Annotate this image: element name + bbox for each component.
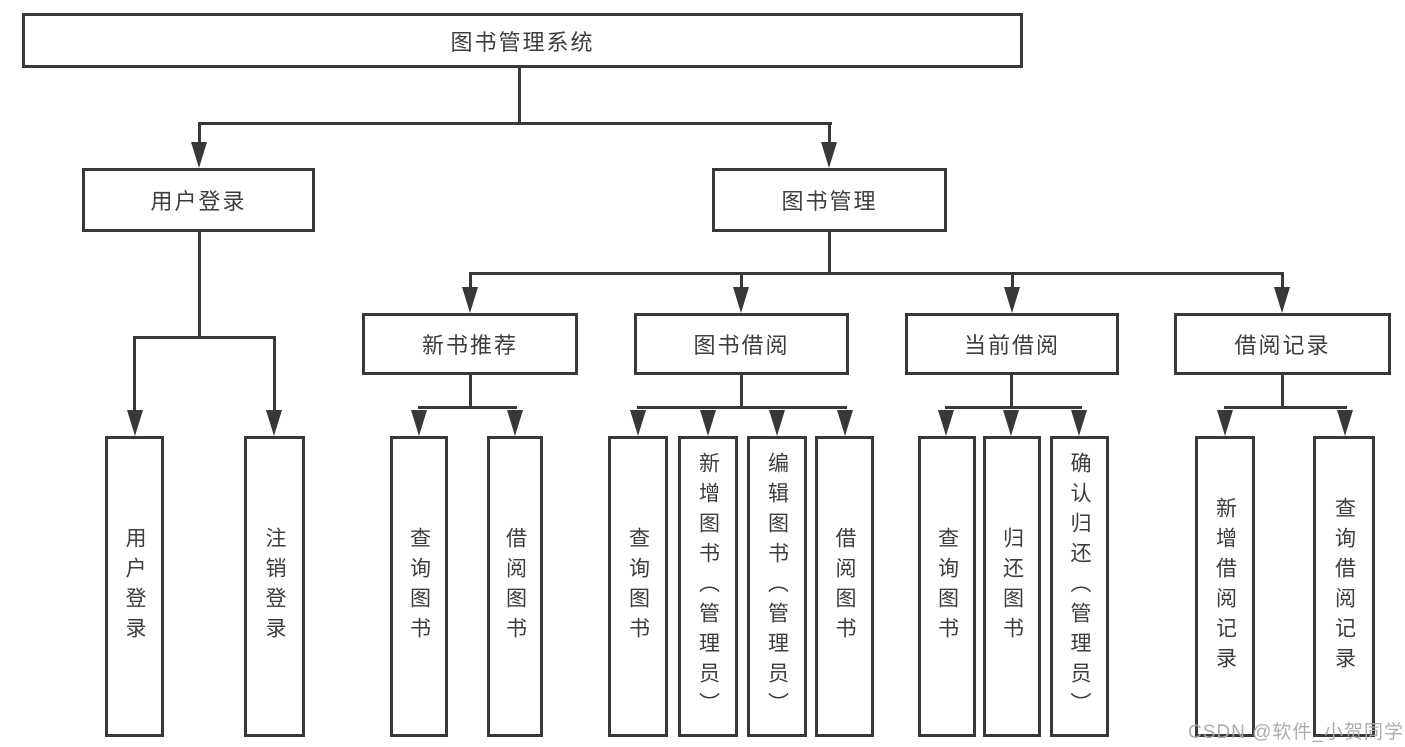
connector-userlogin-hbar [133,336,276,339]
leaf-br-query-record-label: 查询借阅记录 [1332,496,1356,677]
connector-br-hbar [1224,406,1347,409]
arrow-down-icon [769,410,785,436]
leaf-nbr-query-books-label: 查询图书 [407,526,431,647]
connector-nbr-hbar [418,406,517,409]
connector-root-stub-left [198,122,201,146]
arrow-down-icon [411,410,427,436]
leaf-user-login: 用户登录 [105,436,164,737]
node-new-book-recommend: 新书推荐 [362,313,578,375]
leaf-cb-confirm-return-admin: 确认归还（管理员） [1050,436,1109,737]
node-book-borrow: 图书借阅 [634,313,849,375]
leaf-br-add-record: 新增借阅记录 [1195,436,1255,737]
arrow-down-icon [938,410,954,436]
node-book-borrow-label: 图书借阅 [693,333,790,358]
connector-userlogin-stub-left [133,336,136,414]
leaf-logout: 注销登录 [244,436,305,737]
leaf-cb-query-books-label: 查询图书 [935,526,959,647]
connector-bookmgmt-stub-4 [1281,272,1284,290]
leaf-nbr-borrow-books: 借阅图书 [487,436,543,737]
leaf-bb-edit-books-admin: 编辑图书（管理员） [747,436,807,737]
leaf-logout-label: 注销登录 [263,526,286,647]
connector-br-vline [1281,375,1284,408]
connector-root-hbar [198,122,832,125]
connector-bookmgmt-stub-1 [469,272,472,290]
leaf-bb-borrow-books-label: 借阅图书 [833,526,856,647]
arrow-down-icon [507,410,523,436]
arrow-down-icon [1337,410,1353,436]
leaf-cb-query-books: 查询图书 [918,436,976,737]
arrow-down-icon [837,410,853,436]
arrow-down-icon [700,410,716,436]
node-user-login-label: 用户登录 [150,189,247,214]
arrow-down-icon [1071,410,1087,436]
connector-bookmgmt-vline [828,232,831,272]
connector-userlogin-stub-right [273,336,276,414]
connector-bb-vline [740,375,743,408]
connector-cb-hbar [945,406,1082,409]
node-root: 图书管理系统 [22,13,1023,68]
leaf-bb-borrow-books: 借阅图书 [815,436,874,737]
node-current-borrow: 当前借阅 [905,313,1119,375]
node-book-management: 图书管理 [712,168,947,232]
leaf-nbr-query-books: 查询图书 [390,436,448,737]
node-book-management-label: 图书管理 [781,189,878,214]
node-user-login: 用户登录 [82,168,315,232]
leaf-bb-edit-books-admin-label: 编辑图书（管理员） [765,451,789,722]
connector-bookmgmt-stub-3 [1011,272,1014,290]
connector-userlogin-vline [198,232,201,336]
connector-bb-hbar [637,406,847,409]
arrow-down-icon [266,410,282,436]
leaf-cb-confirm-return-admin-label: 确认归还（管理员） [1068,451,1091,722]
leaf-nbr-borrow-books-label: 借阅图书 [503,526,527,647]
leaf-bb-add-books-admin-label: 新增图书（管理员） [696,451,720,722]
leaf-cb-return-books: 归还图书 [983,436,1041,737]
connector-nbr-vline [469,375,472,408]
leaf-br-add-record-label: 新增借阅记录 [1213,496,1237,677]
leaf-bb-query-books-label: 查询图书 [626,526,650,647]
node-root-label: 图书管理系统 [450,29,595,55]
connector-root-stub-right [828,122,831,146]
arrow-down-icon [1217,410,1233,436]
node-current-borrow-label: 当前借阅 [963,333,1060,358]
arrow-down-icon [127,410,143,436]
leaf-br-query-record: 查询借阅记录 [1313,436,1375,737]
arrow-down-icon [191,142,207,168]
node-new-book-recommend-label: 新书推荐 [421,333,518,358]
arrow-down-icon [462,287,478,313]
leaf-user-login-label: 用户登录 [123,526,146,647]
connector-root-vline [518,68,521,122]
leaf-bb-query-books: 查询图书 [608,436,668,737]
arrow-down-icon [733,287,749,313]
arrow-down-icon [1004,287,1020,313]
connector-bookmgmt-stub-2 [740,272,743,290]
connector-cb-vline [1010,375,1013,408]
node-borrow-records-label: 借阅记录 [1234,333,1331,358]
arrow-down-icon [1003,410,1019,436]
arrow-down-icon [630,410,646,436]
connector-bookmgmt-hbar [469,272,1284,275]
node-borrow-records: 借阅记录 [1174,313,1391,375]
arrow-down-icon [1274,287,1290,313]
leaf-bb-add-books-admin: 新增图书（管理员） [678,436,738,737]
csdn-watermark: CSDN @软件_小贺同学 [1188,722,1404,743]
arrow-down-icon [821,142,837,168]
leaf-cb-return-books-label: 归还图书 [1000,526,1024,647]
